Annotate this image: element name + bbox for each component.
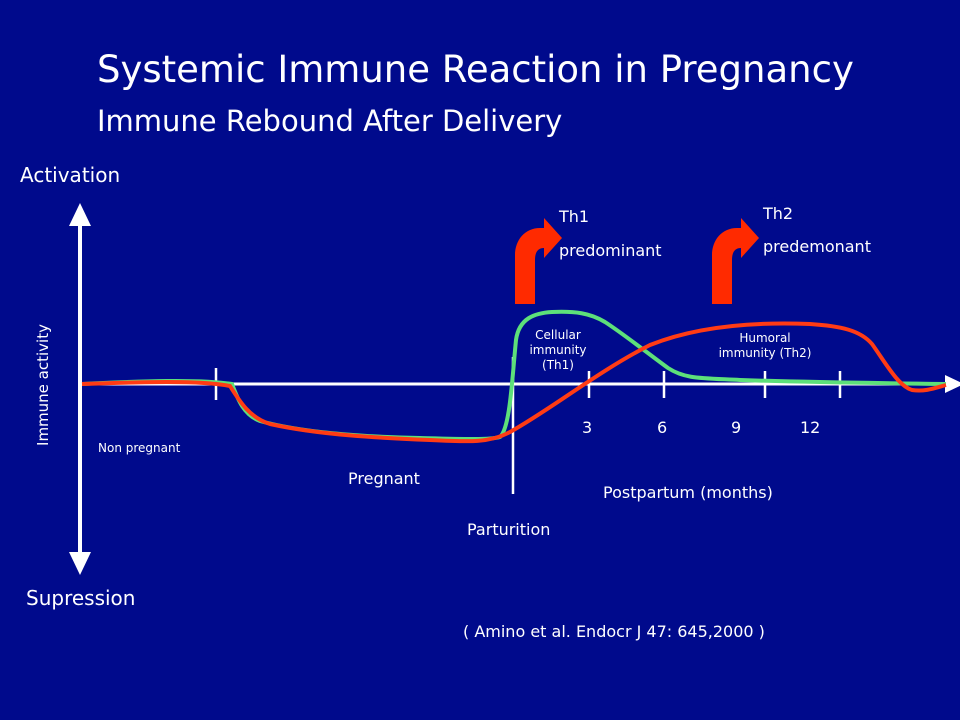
phase-parturition: Parturition [467, 520, 551, 539]
humoral-line-1: Humoral [739, 331, 791, 345]
th1-label: Th1 [559, 207, 590, 226]
tick-label-3: 3 [582, 418, 593, 437]
th2-curve [81, 321, 947, 444]
tick-label-6: 6 [657, 418, 668, 437]
th2-arrow [712, 218, 759, 304]
humoral-immunity-label: Humoral immunity (Th2) [702, 331, 828, 361]
citation: ( Amino et al. Endocr J 47: 645,2000 ) [463, 622, 765, 641]
tick-label-12: 12 [800, 418, 821, 437]
y-axis-label: Immune activity [34, 324, 52, 446]
page-subtitle: Immune Rebound After Delivery [97, 104, 563, 138]
x-axis-arrow [945, 375, 960, 393]
tick-label-9: 9 [731, 418, 742, 437]
cellular-line-3: (Th1) [542, 358, 574, 372]
y-axis-arrow-up [69, 203, 91, 226]
th1-predominant-label: predominant [559, 241, 662, 260]
th2-predominant-label: predemonant [763, 237, 871, 256]
cellular-line-1: Cellular [535, 328, 581, 342]
phase-pregnant: Pregnant [348, 469, 420, 488]
page-title: Systemic Immune Reaction in Pregnancy [97, 48, 854, 91]
phase-non-pregnant: Non pregnant [98, 441, 181, 455]
th2-label: Th2 [763, 204, 794, 223]
phase-postpartum: Postpartum (months) [603, 483, 773, 502]
humoral-line-2: immunity (Th2) [718, 346, 812, 360]
y-axis-arrow-down [69, 552, 91, 575]
y-axis-top-label: Activation [20, 163, 121, 187]
th1-arrow [515, 218, 562, 304]
cellular-immunity-label: Cellular immunity (Th1) [520, 328, 596, 373]
cellular-line-2: immunity [529, 343, 587, 357]
y-axis-bottom-label: Supression [26, 586, 136, 610]
